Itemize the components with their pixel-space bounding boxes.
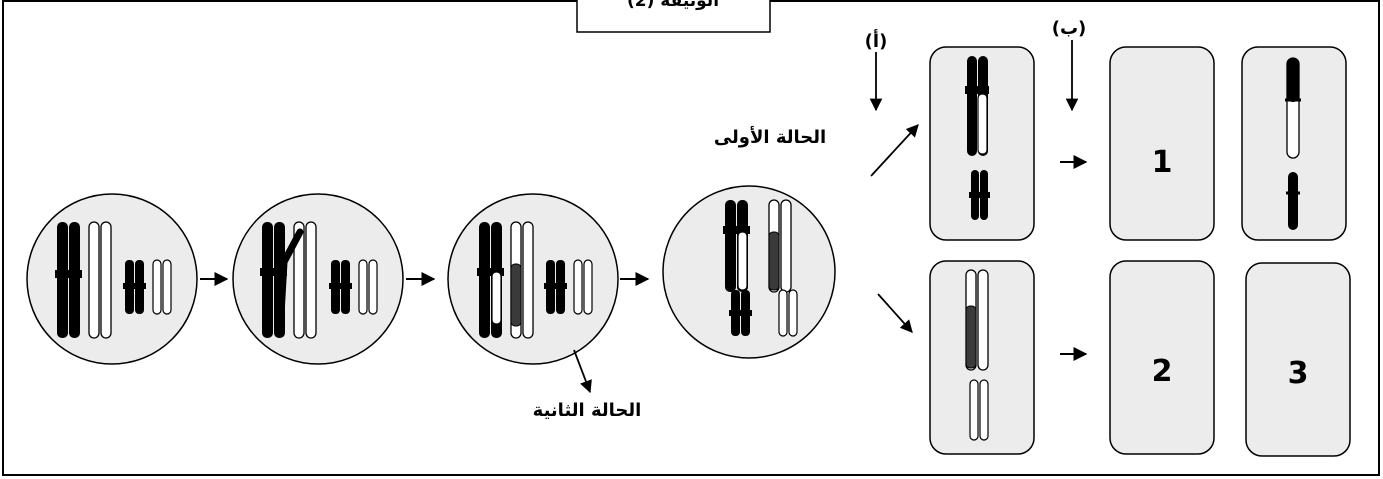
marker-a: (أ) — [865, 29, 888, 52]
title-box: الوثيقة (2) — [576, 0, 771, 33]
chromosome-small-light — [358, 259, 378, 315]
chromosome-recombined-dark — [965, 56, 989, 156]
label-case-one: الحالة الأولى — [714, 126, 826, 148]
chromosome-large-dark — [55, 222, 82, 338]
chromosome-large-light — [293, 221, 317, 339]
arrow-to-upper-cell — [870, 124, 919, 177]
chromosome-small-dark-upper — [969, 170, 990, 220]
arrow-case-two — [573, 349, 592, 394]
chromosome-recombined-light — [965, 269, 989, 371]
chromatid-lower — [1286, 172, 1300, 230]
result-box-3: 3 — [1245, 262, 1351, 457]
cell-2 — [232, 193, 404, 365]
chromosome-small-dark — [123, 260, 146, 314]
box-number-2: 2 — [1152, 354, 1173, 389]
chromosome-small-light — [573, 259, 593, 315]
chromatid-upper — [1285, 57, 1301, 159]
chromosome-large-dark — [477, 222, 504, 338]
daughter-cell-anaphase — [1241, 46, 1347, 241]
document-title: الوثيقة (2) — [627, 0, 719, 11]
chromosome-small-light — [152, 259, 172, 315]
daughter-cell-lower — [929, 260, 1035, 455]
cell-4 — [662, 185, 836, 359]
cell-3 — [447, 193, 619, 365]
result-box-2: 2 — [1109, 260, 1215, 455]
chromosome-large-light — [88, 221, 112, 339]
chromosome-small-light-metaphase — [778, 289, 798, 337]
arrow-to-lower-cell — [877, 293, 913, 333]
chromosome-large-light — [510, 221, 534, 339]
label-case-two: الحالة الثانية — [533, 400, 642, 421]
chromosome-small-dark — [329, 260, 352, 314]
marker-b: (ب) — [1052, 18, 1087, 39]
daughter-cell-upper — [929, 46, 1035, 241]
box-number-1: 1 — [1152, 145, 1173, 180]
chromosome-small-dark — [544, 260, 567, 314]
chromosome-dark-metaphase — [723, 200, 750, 292]
chromosome-small-light-lower — [969, 379, 989, 441]
cell-1 — [26, 193, 198, 365]
crossover-chiasma — [276, 228, 304, 336]
result-box-1: 1 — [1109, 46, 1215, 241]
chromosome-light-metaphase — [768, 199, 792, 293]
chromosome-small-dark-metaphase — [729, 290, 752, 336]
box-number-3: 3 — [1288, 356, 1309, 391]
